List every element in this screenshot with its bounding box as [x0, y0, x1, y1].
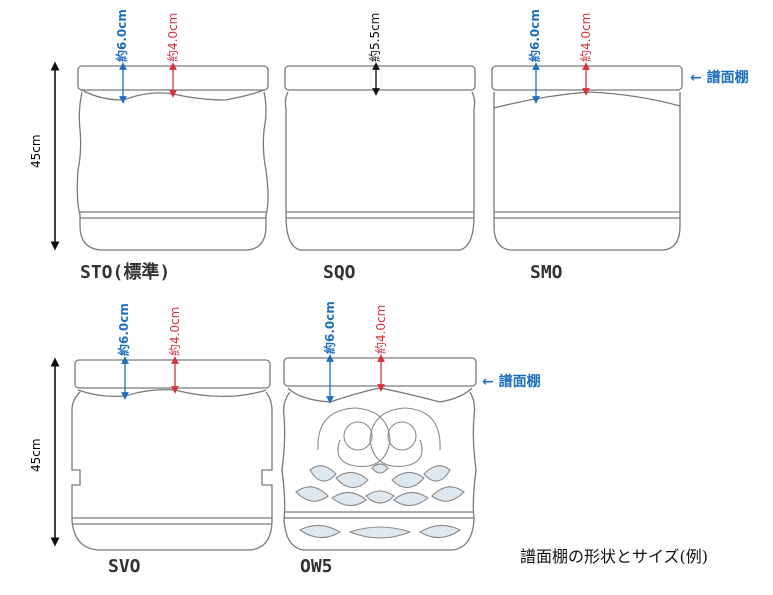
svo-label: SVO [108, 556, 141, 577]
shelf-label-bottom: ← 譜面棚 [482, 373, 541, 390]
ow5-blue-label: 約6.0cm [322, 301, 337, 354]
shape-smo: 約6.0cm 約4.0cm SMO ← 譜面棚 [491, 9, 749, 283]
smo-blue-label: 約6.0cm [527, 9, 542, 62]
ow5-label: OW5 [300, 556, 333, 577]
shelf-label-top: ← 譜面棚 [690, 69, 749, 86]
svo-blue-label: 約6.0cm [116, 303, 131, 356]
owl-motif [295, 407, 465, 539]
height-label-bottom: 45cm [29, 438, 43, 472]
caption: 譜面棚の形状とサイズ(例) [520, 547, 708, 566]
smo-label: SMO [530, 262, 563, 283]
sto-red-label: 約4.0cm [165, 13, 180, 62]
height-label-top: 45cm [29, 134, 43, 168]
sqo-black-label: 約5.5cm [367, 13, 382, 62]
sto-blue-label: 約6.0cm [114, 9, 129, 62]
height-arrow-bottom: 45cm [29, 357, 60, 547]
shape-ow5: 約6.0cm 約4.0cm OW5 ← 譜面棚 [281, 301, 541, 577]
shape-sqo: 約5.5cm SQO [284, 13, 476, 283]
height-arrow-top: 45cm [29, 61, 60, 251]
ow5-red-label: 約4.0cm [373, 305, 388, 354]
sqo-label: SQO [323, 262, 356, 283]
shape-sto: 約6.0cm 約4.0cm STO(標準) [76, 9, 269, 283]
shape-svo: 約6.0cm 約4.0cm SVO [71, 303, 273, 577]
smo-red-label: 約4.0cm [578, 13, 593, 62]
svo-red-label: 約4.0cm [167, 307, 182, 356]
sto-label: STO(標準) [80, 261, 170, 283]
